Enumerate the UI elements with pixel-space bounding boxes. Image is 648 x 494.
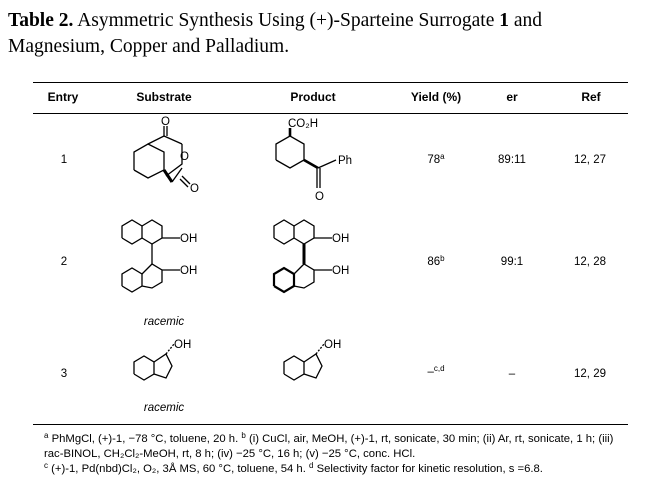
caption-text-end: and Magnesium, Copper and Palladium. xyxy=(8,10,543,57)
top-rule xyxy=(33,82,628,83)
header-er: er xyxy=(506,90,518,104)
indanol-racemic-structure: OH xyxy=(133,339,191,381)
anhydride-o-bottom: O xyxy=(190,183,199,195)
binol-oh-1: OH xyxy=(180,233,197,245)
header-ref: Ref xyxy=(581,90,601,104)
row2-ref: 12, 28 xyxy=(574,256,606,268)
ketone-o-label: O xyxy=(315,191,324,203)
binol-racemic-structure: OH OH xyxy=(121,219,197,293)
co2h-label: CO₂H xyxy=(288,118,318,130)
header-yield: Yield (%) xyxy=(410,90,462,104)
row3-yield: –c,d xyxy=(427,364,445,379)
table-caption: Table 2. Asymmetric Synthesis Using (+)-… xyxy=(8,8,638,60)
caption-label: Table 2. xyxy=(8,10,74,31)
header-rule xyxy=(33,113,628,114)
binol-product-oh-2: OH xyxy=(332,265,349,277)
header-product: Product xyxy=(290,90,336,104)
bottom-rule xyxy=(33,424,628,425)
table-footnotes: a PhMgCl, (+)-1, −78 °C, toluene, 20 h. … xyxy=(44,432,634,477)
row2-yield: 86b xyxy=(427,254,445,269)
indanol-oh-1: OH xyxy=(174,339,191,351)
racemic-label-2: racemic xyxy=(143,402,185,414)
header-substrate: Substrate xyxy=(136,90,192,104)
indanol-oh-2: OH xyxy=(324,339,341,351)
row1-entry: 1 xyxy=(60,154,68,166)
binol-product-oh-1: OH xyxy=(332,233,349,245)
caption-text: Asymmetric Synthesis Using (+)-Sparteine… xyxy=(73,10,500,31)
row1-ref: 12, 27 xyxy=(574,154,606,166)
header-entry: Entry xyxy=(47,90,79,104)
row2-er: 99:1 xyxy=(500,256,524,268)
anhydride-ring-o: O xyxy=(180,151,189,163)
keto-acid-structure: CO₂H Ph O xyxy=(275,118,352,203)
row3-ref: 12, 29 xyxy=(574,368,606,380)
anhydride-o-top: O xyxy=(161,116,170,128)
row3-er: – xyxy=(508,368,516,380)
indanol-product-structure: OH xyxy=(283,339,341,381)
caption-compound: 1 xyxy=(499,10,509,31)
footnote-cd: c (+)-1, Pd(nbd)Cl₂, O₂, 3Å MS, 60 °C, t… xyxy=(44,461,543,476)
racemic-label-1: racemic xyxy=(143,316,185,328)
bicyclic-anhydride-structure: O O O xyxy=(133,116,199,195)
ph-label: Ph xyxy=(338,155,352,167)
row1-yield: 78a xyxy=(427,152,445,167)
row3-entry: 3 xyxy=(60,368,68,380)
binol-oh-2: OH xyxy=(180,265,197,277)
binol-enantiopure-structure: OH OH xyxy=(272,219,349,294)
footnote-ab: a PhMgCl, (+)-1, −78 °C, toluene, 20 h. … xyxy=(44,431,614,461)
row2-entry: 2 xyxy=(60,256,68,268)
row1-er: 89:11 xyxy=(498,154,526,166)
